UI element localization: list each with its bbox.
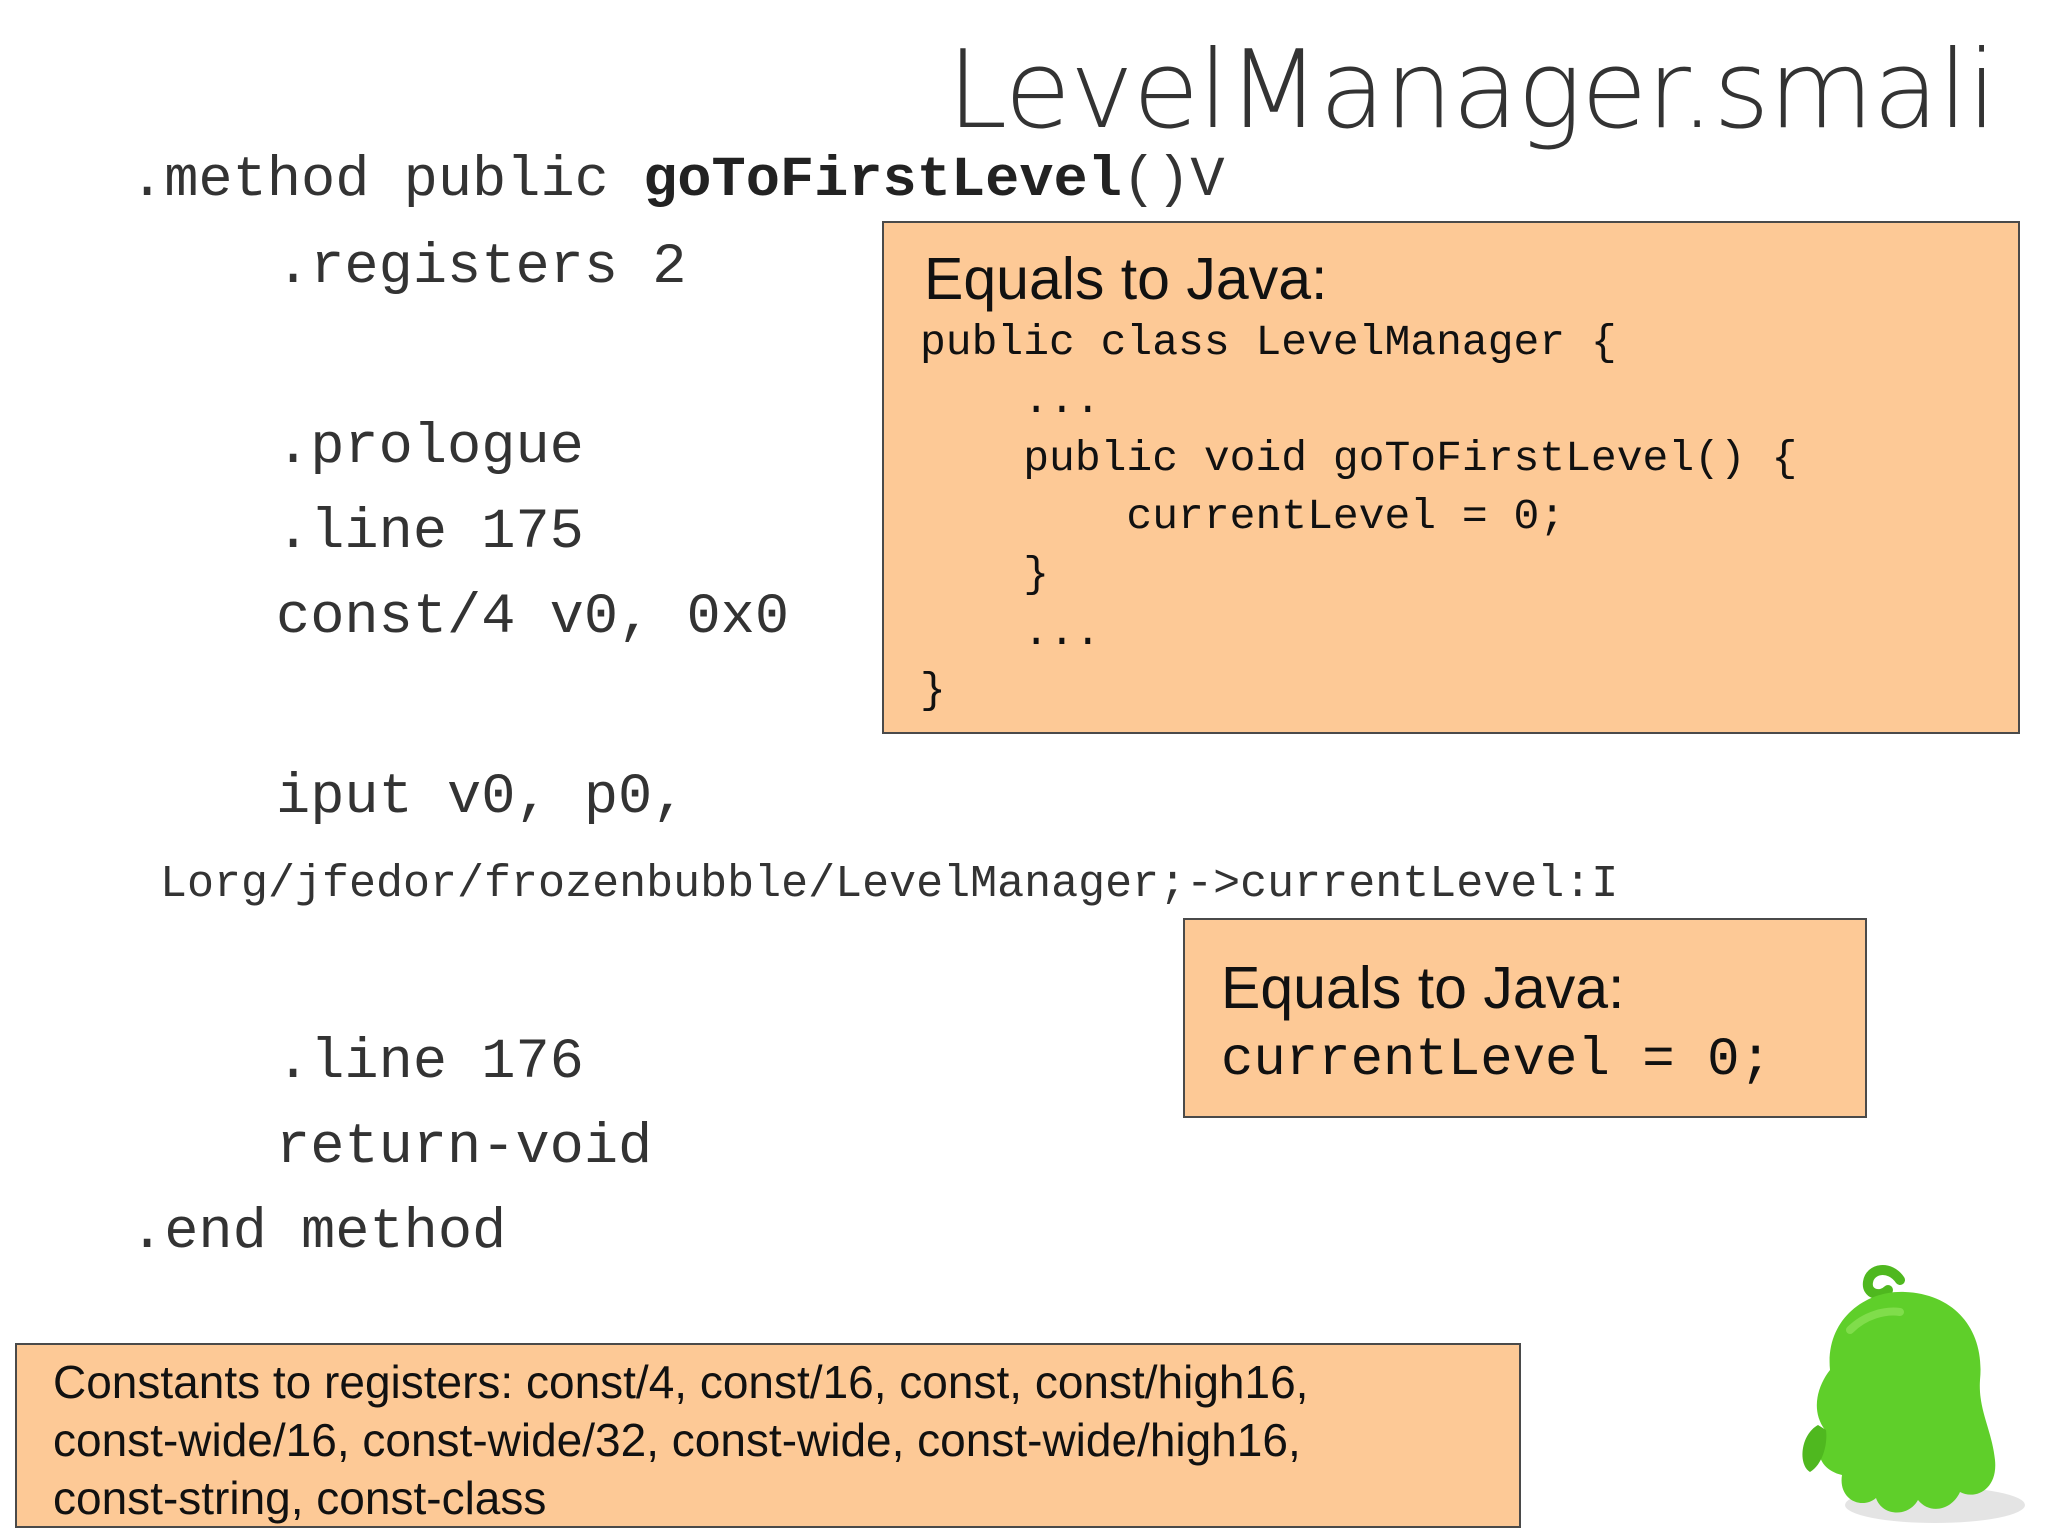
smali-registers: .registers 2 xyxy=(276,236,687,300)
java-line: } xyxy=(920,666,946,715)
slide-title: LevelManager.smali xyxy=(947,28,1997,153)
smali-field-ref: Lorg/jfedor/frozenbubble/LevelManager;->… xyxy=(160,859,1619,910)
method-name: goToFirstLevel xyxy=(643,149,1122,213)
method-declaration: .method public xyxy=(130,149,644,213)
mascot-icon xyxy=(1802,1265,2025,1523)
smali-return: return-void xyxy=(276,1116,653,1180)
constants-note-line: Constants to registers: const/4, const/1… xyxy=(53,1356,1309,1408)
smali-line-176: .line 176 xyxy=(276,1031,584,1095)
smali-iput: iput v0, p0, xyxy=(276,766,687,830)
java-line: public void goToFirstLevel() { xyxy=(920,434,1798,483)
java-line: ... xyxy=(920,608,1101,657)
java-equivalent-small-box: Equals to Java: currentLevel = 0; xyxy=(1183,918,1867,1118)
smali-prologue: .prologue xyxy=(276,416,584,480)
method-signature: ()V xyxy=(1121,149,1225,213)
java-line: currentLevel = 0; xyxy=(920,492,1566,541)
java-line: } xyxy=(920,550,1050,599)
java-line: public class LevelManager { xyxy=(920,318,1617,367)
smali-const: const/4 v0, 0x0 xyxy=(276,586,790,650)
constants-note-line: const-wide/16, const-wide/32, const-wide… xyxy=(53,1414,1301,1466)
smali-line-175: .line 175 xyxy=(276,501,584,565)
constants-note-text: Constants to registers: const/4, const/1… xyxy=(53,1353,1489,1527)
constants-note-box: Constants to registers: const/4, const/1… xyxy=(15,1343,1521,1528)
java-equivalent-box: Equals to Java: public class LevelManage… xyxy=(882,221,2020,734)
java-small-box-heading: Equals to Java: xyxy=(1221,955,1625,1021)
java-line: ... xyxy=(920,376,1101,425)
java-box-heading: Equals to Java: xyxy=(924,246,1328,312)
java-small-box-code: currentLevel = 0; xyxy=(1221,1030,1772,1091)
constants-note-line: const-string, const-class xyxy=(53,1472,547,1524)
smali-end-method: .end method xyxy=(130,1201,507,1265)
smali-method-line: .method public goToFirstLevel()V xyxy=(130,153,1225,210)
